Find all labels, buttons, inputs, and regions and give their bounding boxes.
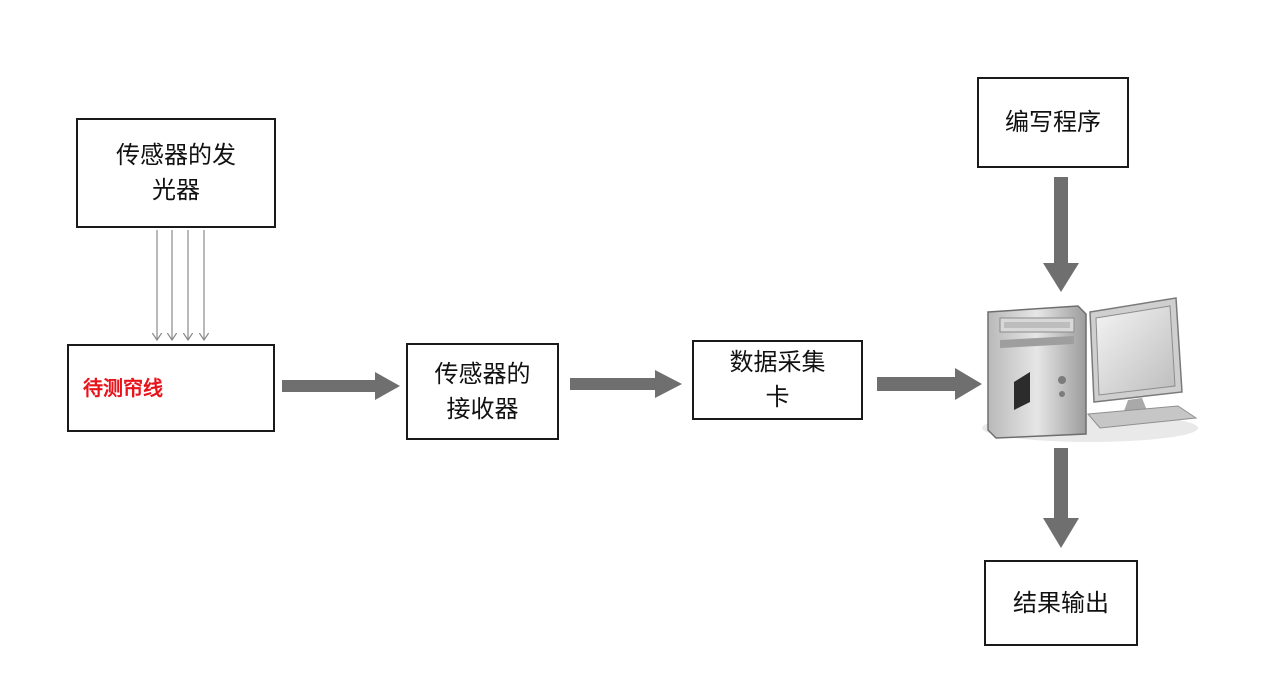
light-rays bbox=[157, 230, 204, 340]
sensor-receiver-label: 传感器的 接收器 bbox=[435, 357, 531, 427]
sensor-emitter-label: 传感器的发 光器 bbox=[116, 138, 236, 208]
arrow-receiver-to-daq bbox=[570, 370, 682, 398]
write-program-label: 编写程序 bbox=[1005, 105, 1101, 140]
curtain-line-label: 待测帘线 bbox=[83, 374, 163, 403]
arrow-curtain-to-receiver bbox=[282, 372, 400, 400]
curtain-line-box: 待测帘线 bbox=[67, 344, 275, 432]
result-output-label: 结果输出 bbox=[1013, 586, 1109, 621]
result-output-box: 结果输出 bbox=[984, 560, 1138, 646]
arrow-computer-to-output bbox=[1043, 448, 1079, 548]
sensor-emitter-box: 传感器的发 光器 bbox=[76, 118, 276, 228]
write-program-box: 编写程序 bbox=[977, 77, 1129, 168]
data-acquisition-card-label: 数据采集 卡 bbox=[730, 345, 826, 415]
flow-arrows bbox=[282, 177, 1079, 548]
data-acquisition-card-box: 数据采集 卡 bbox=[692, 340, 863, 420]
arrow-program-to-computer bbox=[1043, 177, 1079, 292]
desktop-computer-icon bbox=[982, 298, 1198, 442]
arrow-daq-to-computer bbox=[877, 368, 982, 400]
sensor-receiver-box: 传感器的 接收器 bbox=[406, 343, 559, 440]
